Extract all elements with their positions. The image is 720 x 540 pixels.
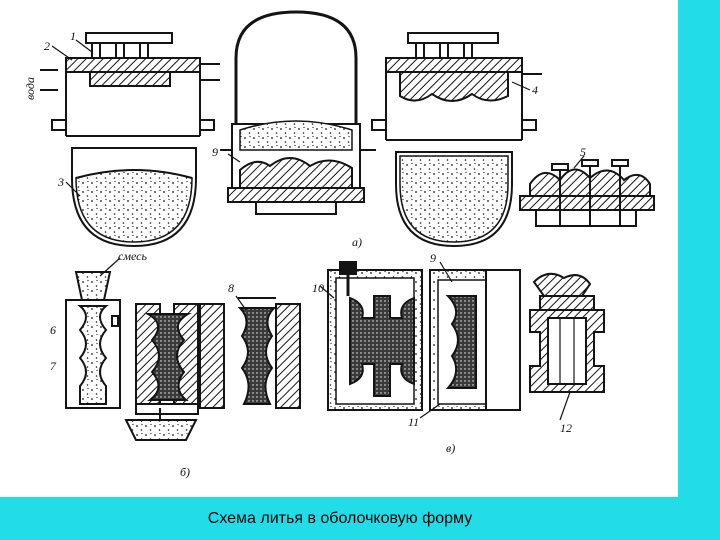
caption-text: Схема литья в оболочковую форму [207, 509, 473, 527]
stage-a3 [371, 32, 542, 248]
stage-v [327, 261, 521, 411]
shell-casting-diagram: 1 2 вода 3 9 4 5 а) смесь 6 7 8 б) 10 9 … [23, 10, 655, 479]
label-5: 5 [580, 145, 586, 159]
label-11: 11 [408, 415, 419, 429]
label-10: 10 [312, 281, 324, 295]
stage-v-casting [529, 272, 605, 393]
label-smes: смесь [118, 249, 147, 263]
leader-lines [51, 39, 585, 421]
diagram-labels: 1 2 вода 3 9 4 5 а) смесь 6 7 8 б) 10 9 … [23, 29, 586, 479]
label-2: 2 [44, 39, 50, 53]
label-4: 4 [532, 83, 538, 97]
label-3: 3 [57, 175, 64, 189]
right-accent-bar [678, 0, 720, 497]
label-9: 9 [430, 251, 436, 265]
stage-a2 [220, 10, 376, 215]
label-voda: вода [23, 77, 37, 100]
label-part-b: б) [180, 465, 190, 479]
label-12: 12 [560, 421, 572, 435]
caption: Схема литья в оболочковую форму [0, 497, 720, 540]
label-6: 6 [50, 323, 56, 337]
label-part-a: а) [352, 235, 362, 249]
stage-b [65, 271, 301, 441]
caption-bar [0, 497, 720, 540]
stage-a4 [519, 159, 655, 227]
label-part-v: в) [446, 441, 455, 455]
label-7: 7 [50, 359, 57, 373]
stage-a1 [40, 32, 220, 248]
label-8: 8 [228, 281, 234, 295]
label-1: 1 [70, 29, 76, 43]
label-9-top: 9 [212, 145, 218, 159]
